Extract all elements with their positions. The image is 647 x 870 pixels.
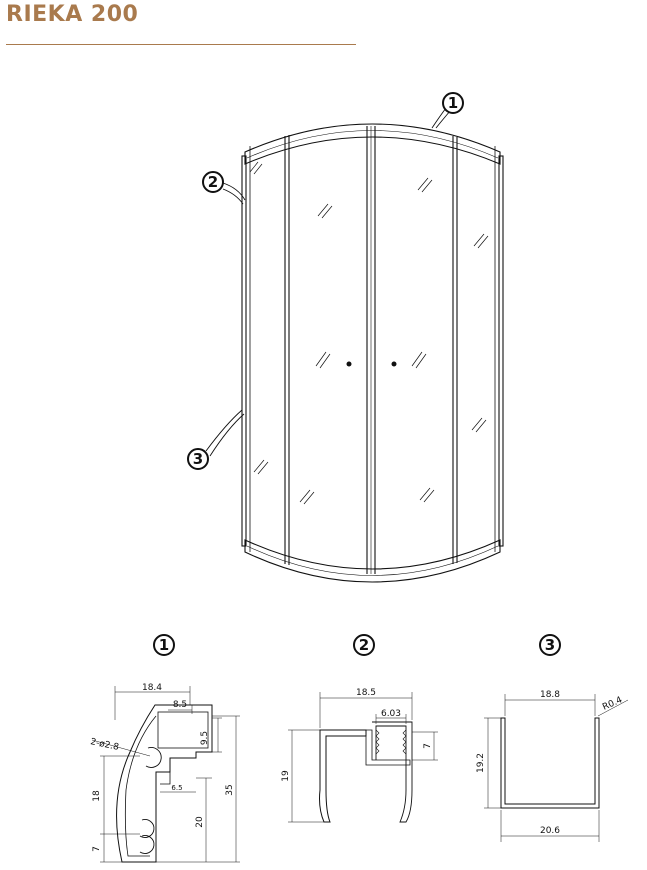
svg-text:2: 2	[359, 636, 369, 654]
svg-text:9.5: 9.5	[200, 731, 210, 745]
svg-text:19: 19	[281, 770, 291, 782]
svg-text:6.5: 6.5	[171, 784, 182, 792]
callout-1: 1	[442, 92, 464, 114]
svg-text:20.6: 20.6	[540, 826, 560, 836]
page-title: RIEKA 200	[6, 2, 139, 27]
svg-text:20: 20	[195, 816, 205, 828]
profile-1-label: 1	[153, 634, 175, 656]
left-wall-profile	[241, 155, 247, 547]
svg-text:2: 2	[208, 173, 218, 191]
svg-text:18.8: 18.8	[540, 690, 560, 700]
profile-3-label: 3	[539, 634, 561, 656]
svg-text:7: 7	[92, 846, 102, 852]
profile-3-section: 18.8 R0.4 19.2 20.6	[476, 690, 629, 842]
svg-text:8.5: 8.5	[173, 700, 187, 710]
title-underline	[6, 44, 356, 45]
svg-text:18.5: 18.5	[356, 688, 376, 698]
callout-3: 3	[187, 448, 209, 470]
glass-hatch-marks	[249, 161, 489, 505]
top-rail	[244, 123, 501, 165]
profile-2-section: 18.5 6.03 7 19	[281, 688, 438, 823]
svg-text:3: 3	[545, 636, 555, 654]
svg-text:6.03: 6.03	[381, 709, 401, 719]
profile-1-section: 18.4 8.5 2-ø2.8 9.5 6.5 18 20 35 7	[89, 683, 240, 863]
enclosure-plan	[241, 123, 504, 583]
svg-text:19.2: 19.2	[476, 753, 486, 773]
svg-text:18.4: 18.4	[142, 683, 162, 693]
right-wall-profile	[498, 155, 504, 547]
svg-text:35: 35	[225, 784, 235, 795]
bottom-rail-inner-line	[246, 545, 499, 576]
left-door-knob	[346, 361, 352, 367]
svg-text:2-ø2.8: 2-ø2.8	[89, 737, 120, 753]
callout-2: 2	[202, 171, 224, 193]
svg-text:1: 1	[159, 636, 169, 654]
bottom-rail	[244, 539, 501, 583]
right-door-knob	[391, 361, 397, 367]
svg-text:R0.4: R0.4	[601, 695, 624, 713]
svg-text:3: 3	[193, 450, 203, 468]
svg-text:1: 1	[448, 94, 458, 112]
u-channel	[500, 717, 600, 809]
top-rail-inner-line	[246, 130, 499, 159]
svg-text:18: 18	[92, 790, 102, 802]
callout-leaders	[205, 107, 452, 457]
profile-2-label: 2	[353, 634, 375, 656]
svg-text:7: 7	[423, 743, 433, 749]
